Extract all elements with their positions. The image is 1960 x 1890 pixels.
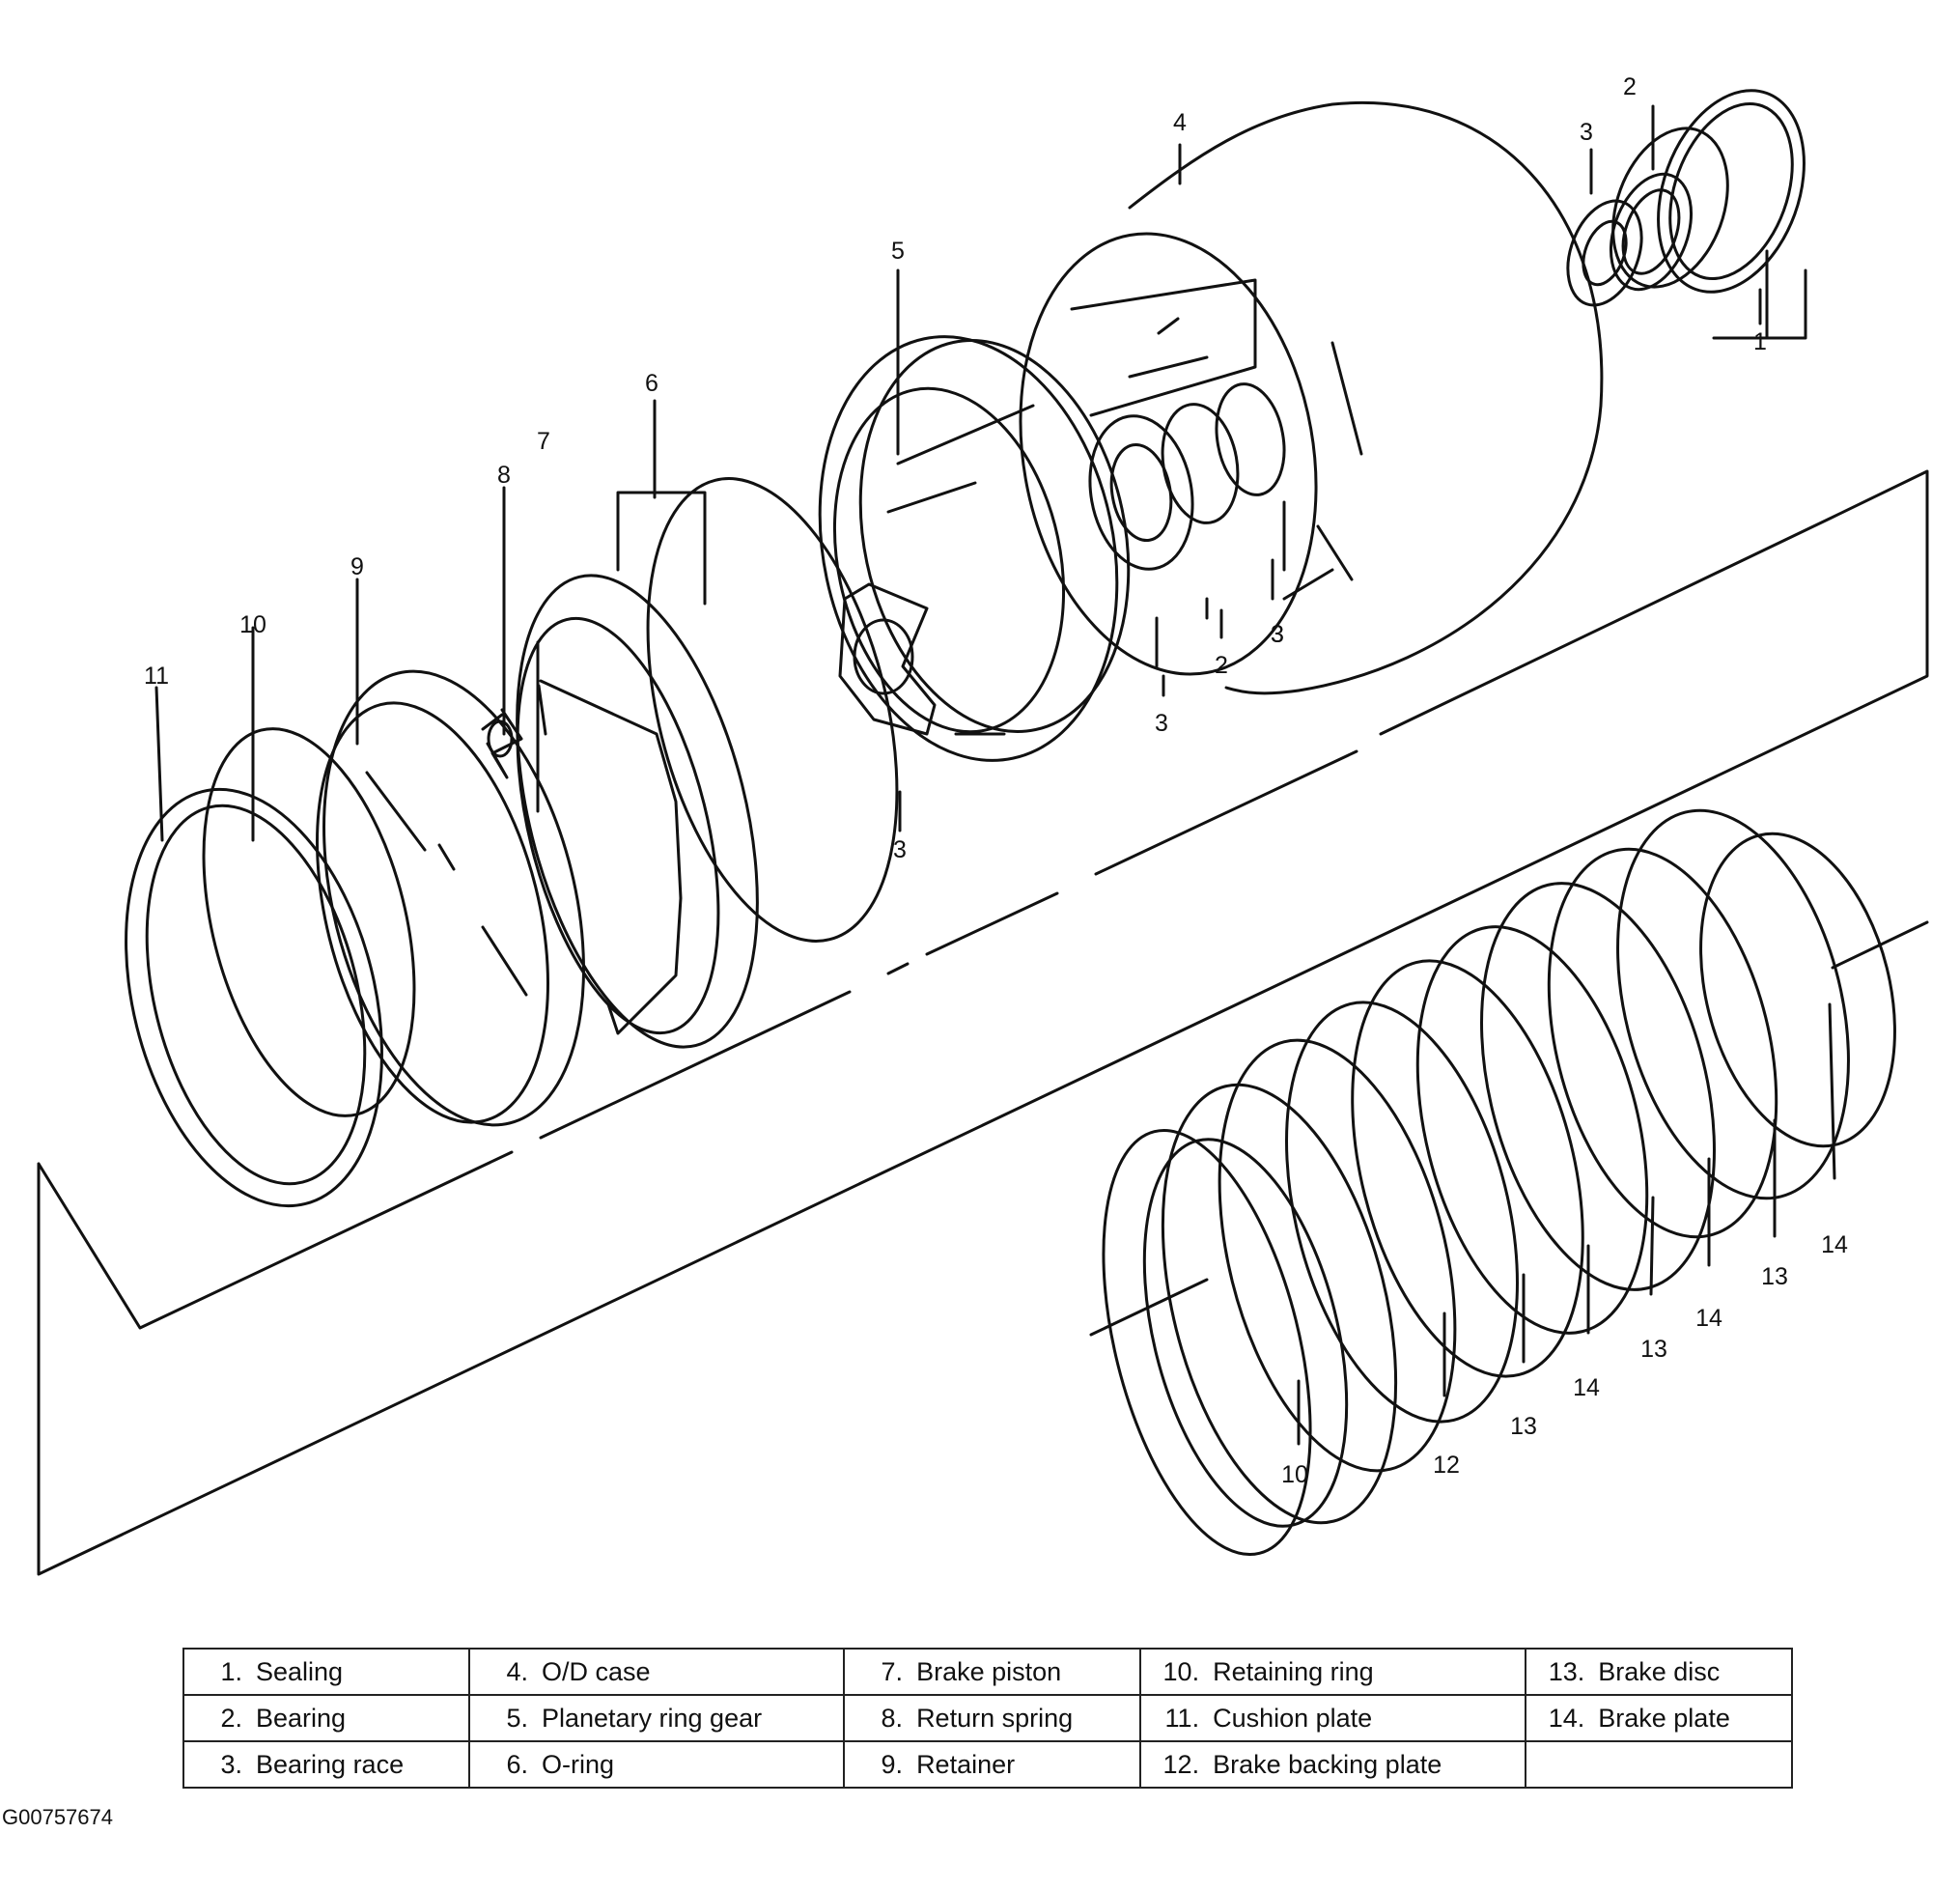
legend-number: 3.: [220, 1749, 242, 1779]
legend-text: Brake plate: [1598, 1703, 1730, 1733]
callout-10b: 10: [1281, 1461, 1308, 1488]
legend-text: Planetary ring gear: [541, 1703, 763, 1733]
legend-cell: 4. O/D case: [467, 1648, 846, 1696]
legend-cell: 10. Retaining ring: [1139, 1648, 1527, 1696]
parts-legend-body: 1. Sealing 4. O/D case 7. Brake piston 10. Reta…: [182, 1648, 1793, 1789]
callout-labels: 1 2 3 3 4 5 6 7 8 9 10 11 3 3 2 3 14 13 …: [144, 73, 1848, 1488]
legend-text: Retainer: [916, 1749, 1016, 1779]
legend-row: 1. Sealing 4. O/D case 7. Brake piston 10. Reta…: [182, 1648, 1793, 1696]
callout-3: 3: [1580, 119, 1593, 146]
sealing-ring-group: [1566, 89, 1807, 340]
legend-number: 7.: [881, 1656, 904, 1686]
brake-pack: [1102, 808, 1896, 1557]
o-ring: [616, 477, 899, 943]
legend-cell: 7. Brake piston: [843, 1648, 1142, 1696]
brake-piston: [516, 574, 759, 1049]
legend-text: Retaining ring: [1213, 1656, 1374, 1686]
legend-number: 9.: [881, 1749, 904, 1779]
parts-legend-table: 1. Sealing 4. O/D case 7. Brake piston 10. Reta…: [182, 1648, 1793, 1789]
figure-id: G00757674: [2, 1805, 113, 1829]
legend-number: 10.: [1162, 1656, 1200, 1686]
legend-cell: 11. Cushion plate: [1139, 1694, 1527, 1742]
callout-3b: 3: [1271, 621, 1284, 648]
callout-3e: 3: [1271, 621, 1284, 648]
callout-2b: 2: [1215, 652, 1228, 679]
legend-text: Cushion plate: [1213, 1703, 1373, 1733]
callout-14c: 14: [1573, 1374, 1600, 1401]
callout-8: 8: [497, 462, 511, 489]
legend-cell: 2. Bearing: [182, 1694, 470, 1742]
legend-text: Return spring: [916, 1703, 1074, 1733]
legend-text: Bearing: [256, 1703, 347, 1733]
callout-1: 1: [1753, 328, 1767, 355]
legend-number: 1.: [220, 1656, 242, 1686]
callout-3d: 3: [893, 836, 907, 863]
callout-13b: 13: [1640, 1336, 1667, 1363]
legend-cell: 6. O-ring: [467, 1740, 846, 1789]
assembly-plane-outline: [37, 469, 1929, 1576]
legend-number: 5.: [506, 1703, 528, 1733]
callout-14b: 14: [1695, 1305, 1722, 1332]
legend-cell: 13. Brake disc: [1525, 1648, 1793, 1696]
legend-cell: 9. Retainer: [843, 1740, 1142, 1789]
callout-6: 6: [645, 370, 658, 397]
leader-lines: [154, 104, 1836, 1446]
planetary-ring-gear: [818, 335, 1131, 762]
legend-text: Bearing race: [256, 1749, 405, 1779]
callout-10: 10: [239, 611, 266, 638]
legend-cell: [1525, 1740, 1793, 1789]
legend-cell: 12. Brake backing plate: [1139, 1740, 1527, 1789]
legend-text: O-ring: [541, 1749, 614, 1779]
legend-number: 6.: [506, 1749, 528, 1779]
callout-9: 9: [350, 553, 364, 580]
legend-number: 14.: [1548, 1703, 1585, 1733]
legend-cell: 14. Brake plate: [1525, 1694, 1793, 1742]
legend-cell: 3. Bearing race: [182, 1740, 470, 1789]
callout-3c: 3: [1155, 710, 1168, 737]
legend-number: 8.: [881, 1703, 904, 1733]
od-case: [1019, 101, 1604, 695]
legend-number: 12.: [1162, 1749, 1200, 1779]
legend-text: O/D case: [541, 1656, 651, 1686]
legend-number: 13.: [1548, 1656, 1585, 1686]
callout-7: 7: [537, 428, 550, 455]
legend-row: 2. Bearing 5. Planetary ring gear 8. Return s…: [182, 1694, 1793, 1742]
cushion-plate: [125, 787, 383, 1208]
callout-4: 4: [1173, 109, 1187, 136]
callout-13c: 13: [1510, 1413, 1537, 1440]
legend-text: Brake backing plate: [1213, 1749, 1442, 1779]
callout-2: 2: [1623, 73, 1637, 100]
legend-text: Brake disc: [1598, 1656, 1721, 1686]
callout-13a: 13: [1761, 1263, 1788, 1290]
retainer: [316, 669, 585, 1127]
legend-cell: 8. Return spring: [843, 1694, 1142, 1742]
legend-text: Brake piston: [916, 1656, 1062, 1686]
legend-number: 4.: [506, 1656, 528, 1686]
callout-12: 12: [1433, 1452, 1460, 1479]
callout-11: 11: [144, 663, 169, 690]
callout-14a: 14: [1821, 1231, 1848, 1258]
legend-row: 3. Bearing race 6. O-ring 9. Retainer 12. Brake…: [182, 1740, 1793, 1789]
legend-text: Sealing: [256, 1656, 344, 1686]
callout-5: 5: [891, 238, 905, 265]
legend-cell: 5. Planetary ring gear: [467, 1694, 846, 1742]
legend-cell: 1. Sealing: [182, 1648, 470, 1696]
legend-number: 11.: [1164, 1703, 1200, 1733]
legend-number: 2.: [220, 1703, 242, 1733]
